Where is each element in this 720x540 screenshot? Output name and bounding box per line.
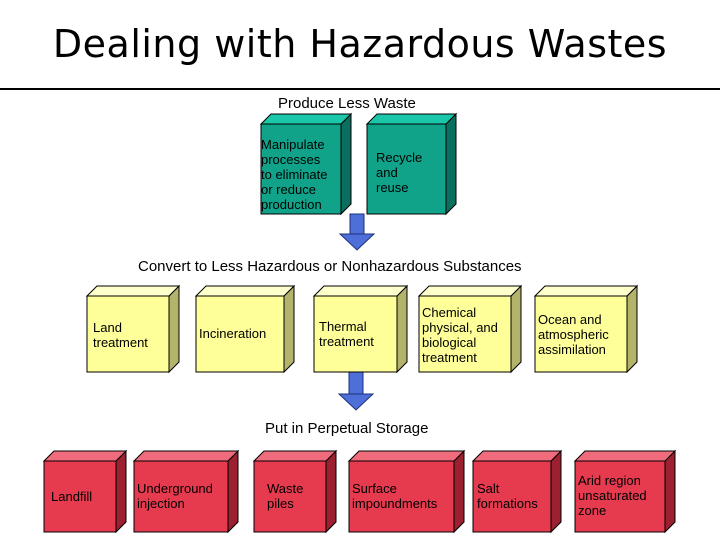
arrow-tier1-to-tier2 [338, 213, 376, 251]
box-salt-formations [471, 449, 563, 534]
box-manipulate-processes [259, 112, 353, 216]
box-waste-piles [252, 449, 338, 534]
box-label-chemical: Chemical physical, and biological treatm… [422, 305, 498, 365]
tier2-heading: Convert to Less Hazardous or Nonhazardou… [138, 258, 522, 275]
box-label-thermal: Thermal treatment [319, 319, 374, 349]
box-label-landfill: Landfill [51, 489, 93, 504]
box-thermal-treatment [312, 284, 409, 374]
box-land-treatment [85, 284, 181, 374]
box-label-waste-piles: Waste piles [267, 481, 304, 511]
box-landfill [42, 449, 128, 534]
box-label-underground: Underground injection [137, 481, 213, 511]
box-label-arid: Arid region unsaturated zone [578, 473, 647, 518]
tier1-heading: Produce Less Waste [278, 95, 416, 112]
box-label-salt: Salt formations [477, 481, 538, 511]
box-recycle-and-reuse [365, 112, 458, 216]
box-label-incineration: Incineration [199, 326, 267, 341]
page-title: Dealing with Hazardous Wastes [52, 22, 668, 66]
box-incineration [194, 284, 296, 374]
arrow-tier2-to-tier3 [337, 371, 375, 411]
box-label-ocean: Ocean and atmospheric assimilation [538, 312, 609, 357]
box-ocean-atmospheric [533, 284, 639, 374]
box-chemical-treatment [417, 284, 523, 374]
box-label-recycle: Recycle and reuse [376, 150, 423, 195]
box-surface-impoundments [347, 449, 466, 534]
box-underground-injection [132, 449, 240, 534]
box-label-land-treatment: Land treatment [93, 320, 148, 350]
tier3-heading: Put in Perpetual Storage [265, 420, 429, 437]
box-label-surface: Surface impoundments [352, 481, 438, 511]
box-arid-region [573, 449, 677, 534]
title-divider [0, 88, 720, 90]
box-label-manipulate: Manipulate processes to eliminate or red… [261, 137, 328, 212]
